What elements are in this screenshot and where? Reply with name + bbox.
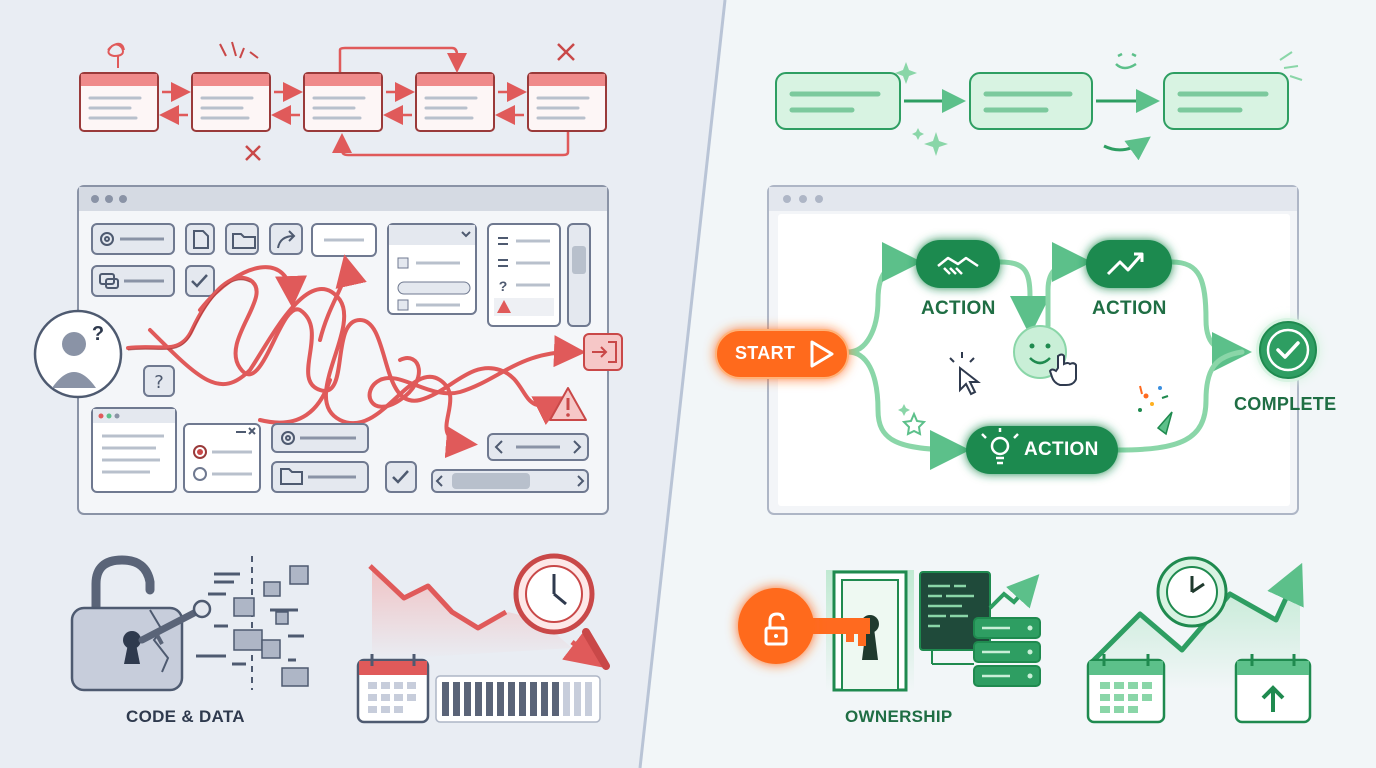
smile-icon <box>1115 52 1137 70</box>
warning-icon <box>497 300 511 313</box>
spark-icon <box>219 41 259 59</box>
dropdown-widget <box>387 223 477 315</box>
action-label-top-left: ACTION <box>921 298 996 319</box>
ownership-label: OWNERSHIP <box>845 707 953 726</box>
unlock-icon <box>764 612 788 646</box>
confused-user-avatar: ? <box>33 309 123 399</box>
check-icon <box>191 274 208 288</box>
warning-triangle-icon <box>549 387 587 421</box>
help-icon: ? <box>154 372 164 393</box>
svg-text:?: ? <box>499 278 508 294</box>
gear-icon <box>100 232 114 246</box>
sparkle-icon <box>895 62 948 156</box>
star-icon <box>898 404 927 436</box>
clock-icon <box>1156 556 1228 628</box>
action-label-top-right: ACTION <box>1092 298 1167 319</box>
chat-icon <box>99 273 119 289</box>
scrollbar <box>567 223 591 327</box>
action-node-growth[interactable] <box>1086 240 1172 288</box>
pointer-cursor-icon <box>949 352 981 396</box>
tangled-window-chain <box>79 41 607 161</box>
action-node-handshake[interactable] <box>916 240 1000 288</box>
action-node-idea[interactable] <box>966 426 1118 474</box>
action-label-bottom[interactable]: ACTION <box>1024 439 1099 460</box>
radio-panel <box>183 423 261 493</box>
code-panel <box>919 571 991 651</box>
smooth-window-chain <box>775 51 1303 161</box>
exit-icon <box>583 333 623 371</box>
scattered-data-blocks <box>196 556 309 690</box>
tangled-path <box>126 254 586 459</box>
calendar-icon <box>356 654 430 724</box>
list-panel: ? <box>487 223 561 327</box>
gear-icon <box>281 431 295 445</box>
code-and-data-label: CODE & DATA <box>126 707 245 726</box>
party-popper-icon <box>1138 385 1173 436</box>
golden-key-icon <box>738 588 870 664</box>
svg-text:?: ? <box>92 323 104 345</box>
start-label[interactable]: START <box>735 343 796 363</box>
divider-line <box>638 0 727 768</box>
cluttered-app-window: ? ? <box>77 185 623 515</box>
scribble-icon <box>107 42 125 68</box>
workflow-connectors <box>845 242 1252 470</box>
play-icon <box>810 340 834 368</box>
check-icon <box>392 470 409 484</box>
calendar-icon <box>1086 654 1166 724</box>
folder-icon <box>232 233 256 249</box>
complete-label: COMPLETE <box>1234 394 1337 414</box>
broken-padlock-icon <box>70 555 184 692</box>
complete-check-icon <box>1256 318 1320 382</box>
start-button[interactable] <box>715 329 849 379</box>
slow-progress-bar <box>435 675 601 723</box>
upload-calendar-icon <box>1234 654 1312 724</box>
declining-trend-chart <box>368 564 606 669</box>
file-icon <box>193 230 209 249</box>
key-icon <box>138 599 212 645</box>
error-x-icon <box>245 43 575 161</box>
folder-icon <box>280 468 303 485</box>
mini-window <box>91 407 177 493</box>
trend-up-icon <box>1106 252 1144 276</box>
server-stack-icon <box>931 617 1041 687</box>
happy-face-icon <box>1013 325 1067 379</box>
handshake-icon <box>937 256 979 275</box>
hand-cursor-icon <box>1048 353 1077 386</box>
growth-arrow-small <box>988 574 1040 610</box>
lightbulb-icon <box>981 428 1019 465</box>
share-icon <box>277 230 296 249</box>
clock-magnifier-icon <box>513 553 610 670</box>
